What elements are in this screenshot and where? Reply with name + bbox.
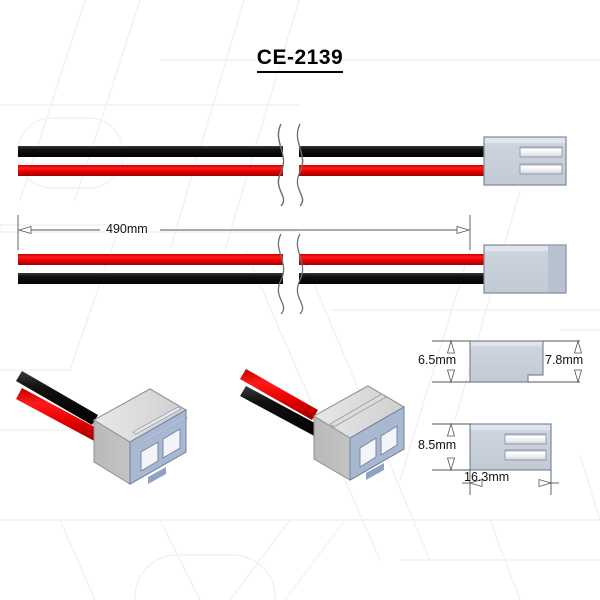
dimension-profile-height-left-label: 6.5mm	[418, 353, 457, 367]
wire-break-symbol-bottom	[277, 233, 304, 315]
connector-front-face	[469, 423, 552, 471]
connector-housing-bottom	[483, 244, 567, 294]
wire-black-bottom	[18, 273, 490, 284]
top-cable-assembly	[18, 120, 567, 210]
connector-housing-top	[483, 136, 567, 186]
connector-side-profile	[469, 340, 544, 383]
dimension-face-height-label: 8.5mm	[418, 438, 457, 452]
dimension-profile-height-left	[432, 339, 470, 384]
wire-red-top	[18, 165, 490, 176]
connector-3d-left	[16, 371, 188, 485]
dimension-face-height	[432, 422, 470, 472]
dimension-face-width-label: 16.3mm	[464, 470, 510, 484]
dimension-overall-length	[17, 215, 471, 250]
connector-3d-middle	[240, 369, 405, 481]
dimension-profile-height-right-label: 7.8mm	[545, 353, 584, 367]
page-title-text: CE-2139	[256, 46, 344, 73]
dimension-profile-height-right	[528, 339, 583, 384]
bottom-cable-assembly	[18, 232, 567, 318]
face-slot-lower	[504, 449, 547, 461]
connector-slot-lower	[519, 163, 563, 175]
dimension-overall-length-label: 490mm	[106, 222, 148, 236]
page-title: CE-2139	[0, 46, 600, 73]
face-slot-upper	[504, 433, 547, 445]
wire-red-bottom	[18, 254, 490, 265]
dimension-face-width	[462, 470, 559, 495]
wire-black-top	[18, 146, 490, 157]
connector-slot-upper	[519, 146, 563, 158]
